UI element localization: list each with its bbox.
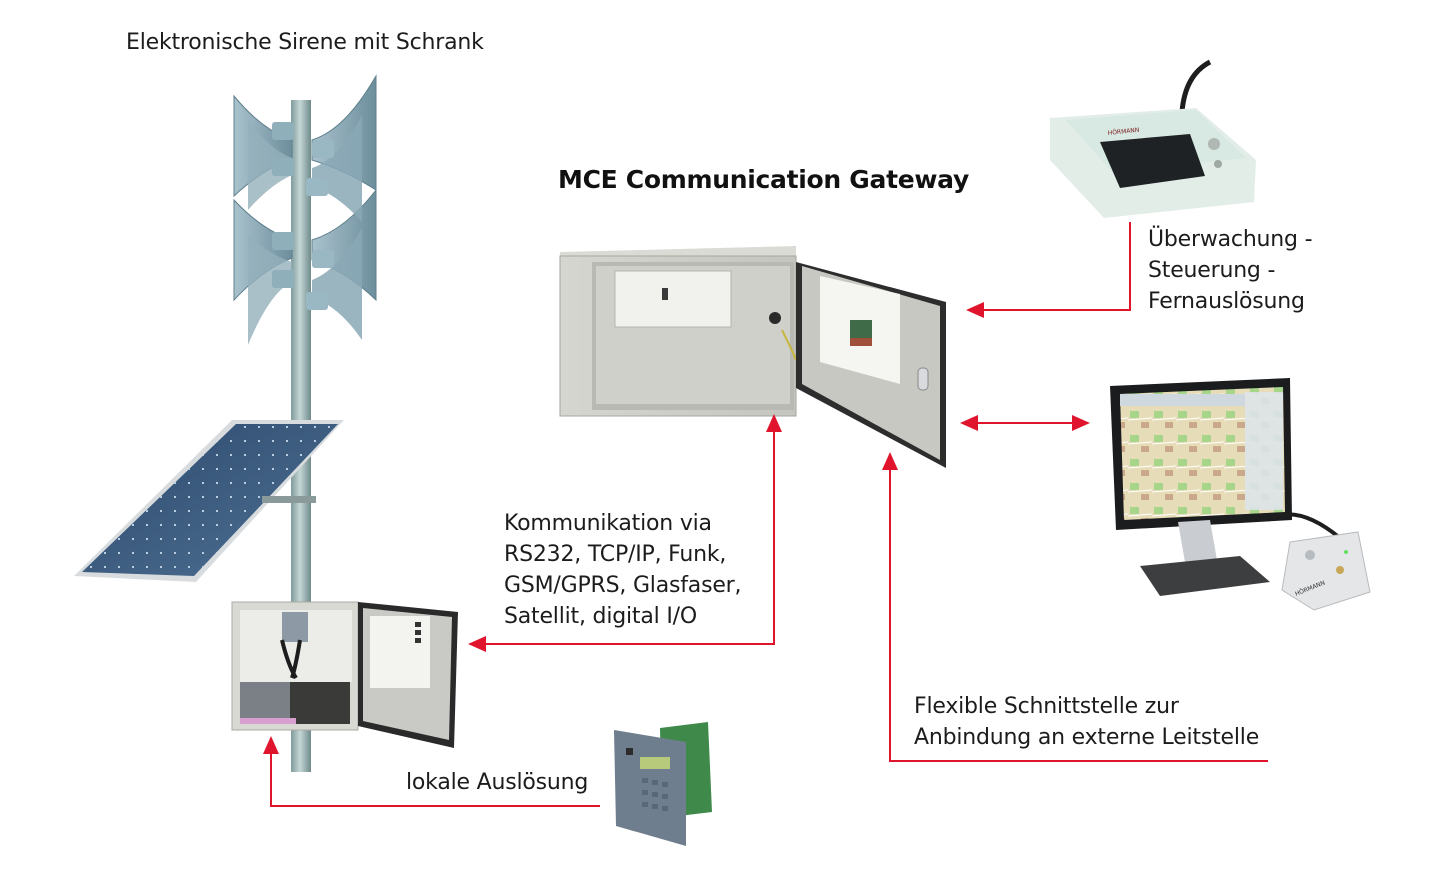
control-module bbox=[614, 722, 712, 846]
pc-station bbox=[1110, 378, 1292, 596]
interface-label-line: Anbindung an externe Leitstelle bbox=[914, 725, 1260, 750]
communication-label-line: GSM/GPRS, Glasfaser, bbox=[504, 573, 742, 598]
siren-label: Elektronische Sirene mit Schrank bbox=[126, 30, 484, 55]
arrow-heads bbox=[263, 302, 1090, 754]
siren-horns bbox=[233, 74, 377, 345]
siren-illustration bbox=[74, 74, 458, 772]
connection-lines bbox=[270, 222, 1268, 807]
console-device: HÖRMANN bbox=[1050, 59, 1256, 218]
arrowhead-left bbox=[468, 636, 486, 652]
interface-label-line: Flexible Schnittstelle zur bbox=[914, 694, 1179, 719]
communication-label-line: Kommunikation via bbox=[504, 511, 712, 536]
arrow-console-to-gateway bbox=[980, 222, 1131, 311]
communication-label: Kommunikation via RS232, TCP/IP, Funk, G… bbox=[504, 508, 742, 632]
console-label: Überwachung - Steuerung - Fernauslösung bbox=[1148, 224, 1313, 317]
siren-cabinet bbox=[231, 601, 458, 748]
solar-panel bbox=[74, 420, 344, 582]
arrow-external-interface bbox=[889, 464, 1268, 762]
console-label-line: Fernauslösung bbox=[1148, 289, 1305, 314]
arrowhead-up bbox=[766, 414, 782, 432]
communication-label-line: RS232, TCP/IP, Funk, bbox=[504, 542, 727, 567]
console-label-line: Überwachung - bbox=[1148, 227, 1313, 252]
desk-microphone: HÖRMANN bbox=[1271, 512, 1371, 611]
arrowhead-up bbox=[882, 452, 898, 470]
interface-label: Flexible Schnittstelle zur Anbindung an … bbox=[914, 691, 1259, 753]
console-brand: HÖRMANN bbox=[1107, 127, 1139, 137]
diagram-title: MCE Communication Gateway bbox=[558, 165, 969, 194]
console-label-line: Steuerung - bbox=[1148, 258, 1276, 283]
arrowhead-up bbox=[263, 736, 279, 754]
local-trigger-label: lokale Auslösung bbox=[406, 770, 589, 795]
arrow-local-trigger bbox=[270, 748, 600, 807]
gateway-cabinet bbox=[559, 246, 946, 468]
arrow-communication bbox=[482, 428, 775, 645]
arrowhead-left bbox=[966, 302, 984, 318]
communication-label-line: Satellit, digital I/O bbox=[504, 604, 697, 629]
arrowhead-right bbox=[1072, 415, 1090, 431]
arrowhead-left bbox=[960, 415, 978, 431]
